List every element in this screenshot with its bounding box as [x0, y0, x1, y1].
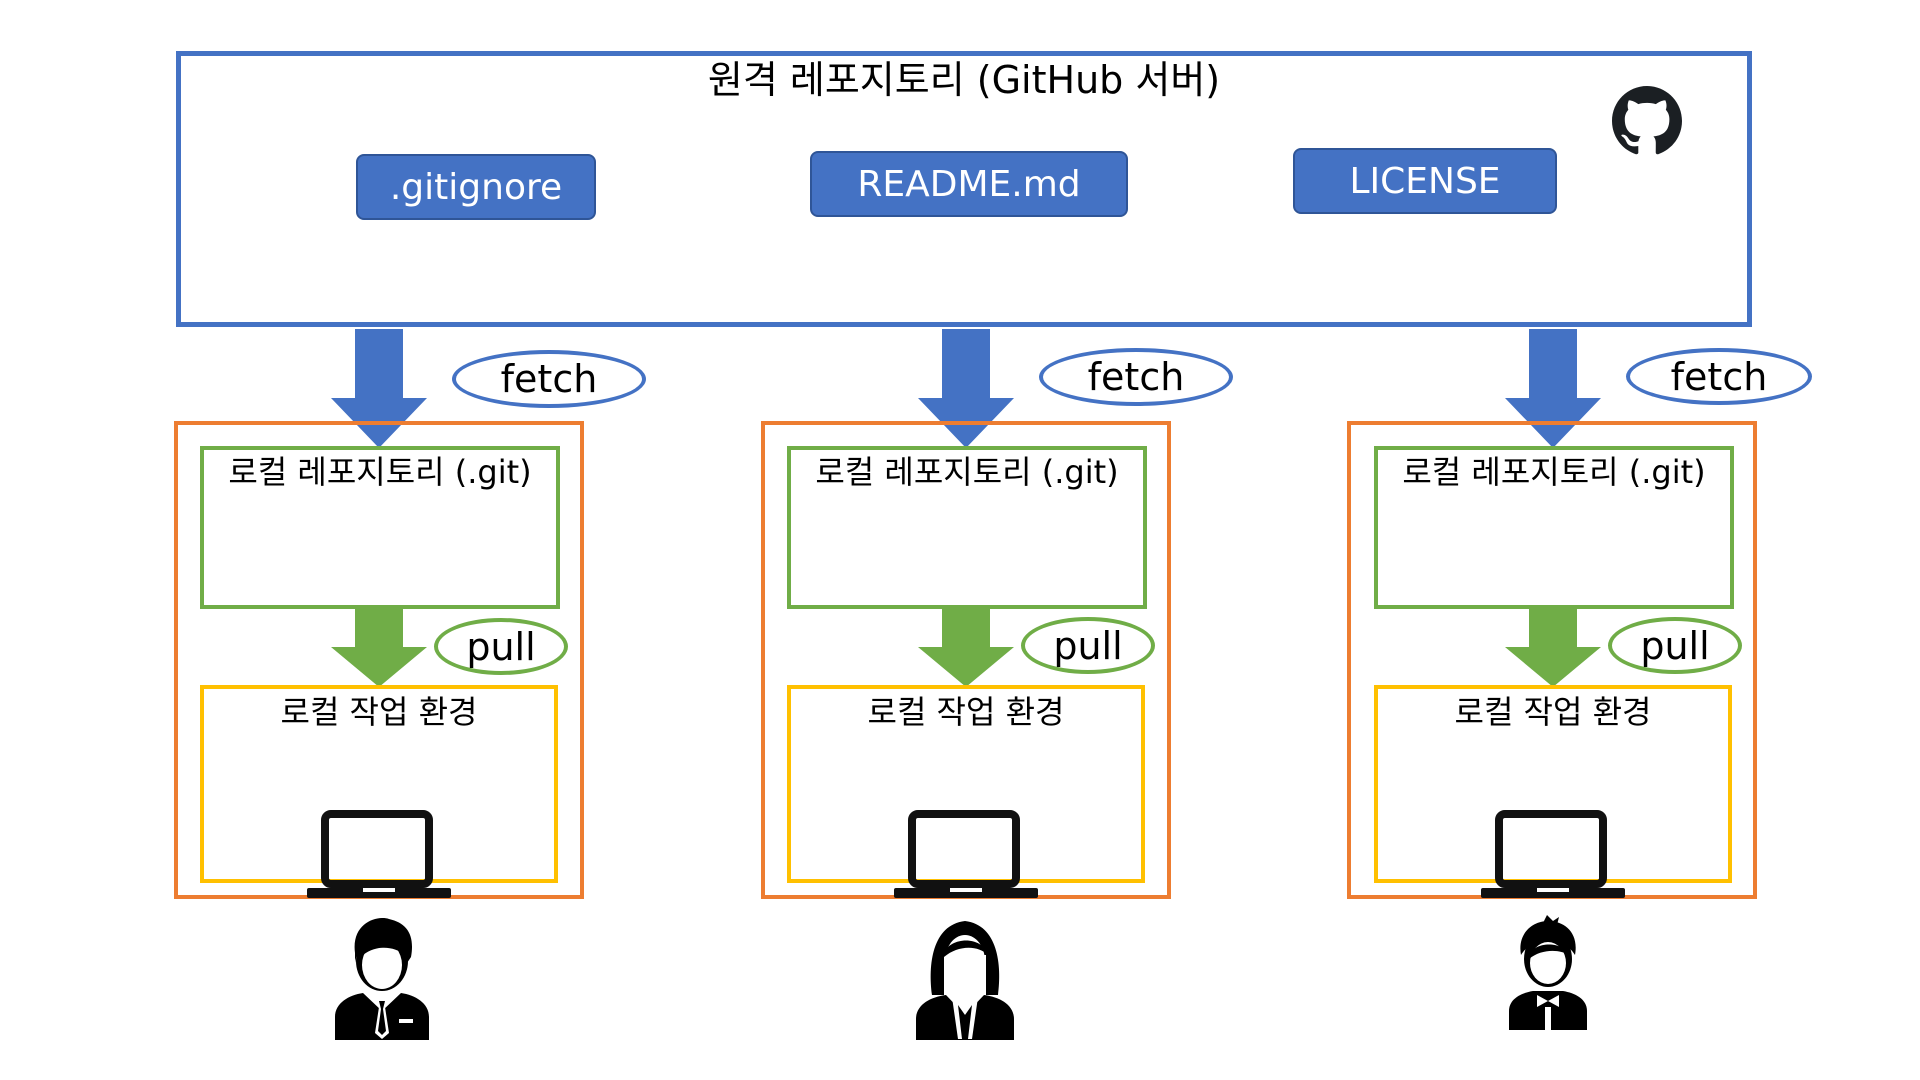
pull-label: pull	[434, 618, 568, 675]
fetch-arrow	[331, 329, 427, 448]
workspace-label: 로컬 작업 환경	[1454, 693, 1652, 731]
fetch-label: fetch	[1039, 348, 1233, 406]
file-readme[interactable]: README.md	[810, 151, 1128, 217]
fetch-arrow	[918, 329, 1014, 448]
file-gitignore[interactable]: .gitignore	[356, 154, 596, 220]
laptop-icon	[1481, 810, 1625, 898]
local-repository-label: 로컬 레포지토리 (.git)	[228, 453, 532, 491]
pull-label: pull	[1608, 617, 1742, 674]
local-repository-label: 로컬 레포지토리 (.git)	[1402, 453, 1706, 491]
fetch-label: fetch	[1626, 348, 1812, 405]
remote-repository-title: 원격 레포지토리 (GitHub 서버)	[707, 58, 1221, 102]
fetch-arrow	[1505, 329, 1601, 448]
fetch-label: fetch	[452, 350, 646, 408]
local-repository-label: 로컬 레포지토리 (.git)	[815, 453, 1119, 491]
workspace-label: 로컬 작업 환경	[280, 693, 478, 731]
pull-arrow	[918, 607, 1014, 687]
pull-arrow	[1505, 607, 1601, 687]
file-license[interactable]: LICENSE	[1293, 148, 1557, 214]
pull-arrow	[331, 607, 427, 687]
businesswoman-icon	[916, 921, 1014, 1040]
laptop-icon	[894, 810, 1038, 898]
github-icon	[1612, 86, 1682, 155]
workspace-label: 로컬 작업 환경	[867, 693, 1065, 731]
waiter-icon	[1509, 915, 1587, 1030]
pull-label: pull	[1021, 617, 1155, 674]
laptop-icon	[307, 810, 451, 898]
businessman-icon	[335, 918, 429, 1040]
